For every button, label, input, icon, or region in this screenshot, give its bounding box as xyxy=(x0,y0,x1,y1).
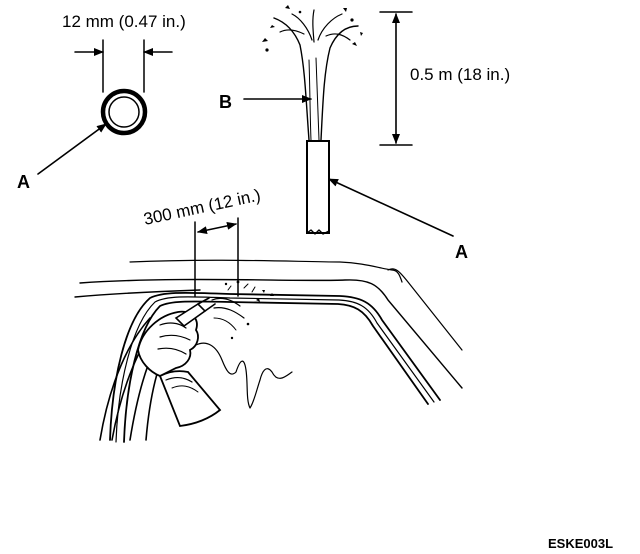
water-splash-icon xyxy=(195,280,293,409)
water-runoff xyxy=(195,342,293,409)
nozzle-icon xyxy=(174,297,216,328)
hand-icon xyxy=(137,310,222,427)
roof-outer-line xyxy=(79,278,463,389)
weatherstrip-outer xyxy=(109,291,441,441)
roof-lower-line xyxy=(74,289,201,298)
hose-outer-wall xyxy=(100,88,148,136)
callout-a-right: A xyxy=(455,242,468,262)
hose-end-vertical xyxy=(306,140,330,234)
figure-code: ESKE003L xyxy=(548,536,613,551)
water-column-test: B A 0.5 m (18 in.) xyxy=(219,5,510,262)
callout-a-left: A xyxy=(17,172,30,192)
hose-diameter-label: 12 mm (0.47 in.) xyxy=(62,12,186,31)
hose-line-1 xyxy=(99,317,151,441)
roof-top-line xyxy=(129,259,403,283)
hose-cross-section: 12 mm (0.47 in.) A xyxy=(17,12,186,192)
vehicle-body-section: 300 mm (12 in.) xyxy=(74,186,463,443)
spray-height-label: 0.5 m (18 in.) xyxy=(410,65,510,84)
distance-dimension-arrow xyxy=(197,221,237,235)
callout-a-left-leader xyxy=(37,123,107,175)
weatherstrip-inner xyxy=(123,300,429,443)
water-spray-icon xyxy=(262,5,363,141)
callout-b: B xyxy=(219,92,232,112)
callout-a-right-leader xyxy=(328,178,454,237)
hose-inner-bore xyxy=(108,96,140,128)
nozzle-distance-label: 300 mm (12 in.) xyxy=(142,186,262,229)
